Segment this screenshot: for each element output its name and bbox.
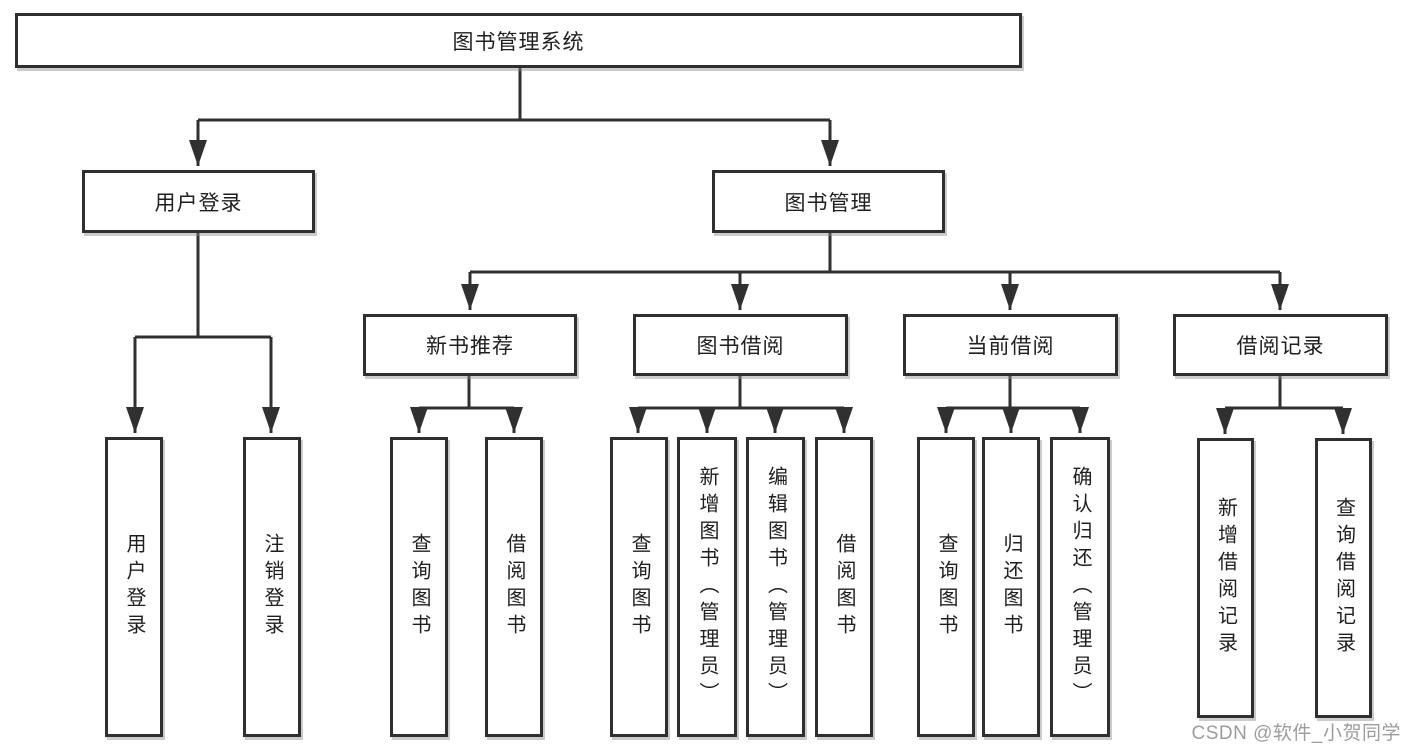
leaf-label: 编辑图书（管理员）	[764, 465, 787, 709]
leaf-edit-books-admin: 编辑图书（管理员）	[746, 437, 805, 737]
edges-current-borrow-to-leaves	[937, 376, 1089, 433]
leaf-label: 确认归还（管理员）	[1069, 465, 1091, 709]
edges-book-borrow-to-leaves	[629, 376, 853, 433]
leaf-query-books-current: 查询图书	[917, 437, 975, 737]
leaf-borrow-books: 借阅图书	[815, 437, 873, 737]
leaf-label: 查询借阅记录	[1332, 497, 1355, 659]
leaf-label: 查询图书	[935, 533, 957, 641]
node-book-management: 图书管理	[712, 170, 945, 233]
edges-user-login-to-leaves	[126, 233, 280, 433]
edges-book-management-to-level3	[461, 233, 1289, 310]
csdn-watermark: CSDN @软件_小贺同学	[1191, 723, 1401, 744]
node-user-login: 用户登录	[82, 170, 315, 233]
node-book-borrow: 图书借阅	[633, 314, 848, 376]
leaf-label: 归还图书	[1000, 533, 1022, 641]
node-root: 图书管理系统	[15, 13, 1022, 68]
leaf-label: 新增借阅记录	[1214, 497, 1237, 659]
leaf-add-borrow-record: 新增借阅记录	[1197, 438, 1254, 718]
leaf-add-books-admin: 新增图书（管理员）	[677, 437, 737, 737]
node-borrow-records: 借阅记录	[1173, 314, 1388, 376]
leaf-confirm-return-admin: 确认归还（管理员）	[1050, 437, 1110, 737]
leaf-user-login: 用户登录	[105, 437, 163, 737]
leaf-label: 借阅图书	[833, 533, 855, 641]
leaf-label: 借阅图书	[503, 533, 525, 641]
leaf-query-books-recommend: 查询图书	[390, 437, 448, 737]
leaf-label: 注销登录	[261, 533, 283, 641]
node-new-book-recommend: 新书推荐	[363, 314, 577, 376]
leaf-label: 查询图书	[628, 533, 650, 641]
edges-root-to-level2	[189, 68, 839, 166]
node-current-borrow: 当前借阅	[903, 314, 1118, 376]
leaf-query-books-borrow: 查询图书	[610, 437, 668, 737]
leaf-query-borrow-record: 查询借阅记录	[1315, 438, 1372, 718]
edges-new-book-recommend-to-leaves	[410, 376, 523, 433]
leaf-logout: 注销登录	[243, 437, 301, 737]
leaf-label: 新增图书（管理员）	[696, 465, 718, 709]
leaf-return-books: 归还图书	[982, 437, 1040, 737]
edges-borrow-records-to-leaves	[1216, 376, 1352, 434]
leaf-label: 查询图书	[408, 533, 430, 641]
leaf-borrow-books-recommend: 借阅图书	[485, 437, 543, 737]
leaf-label: 用户登录	[123, 533, 145, 641]
